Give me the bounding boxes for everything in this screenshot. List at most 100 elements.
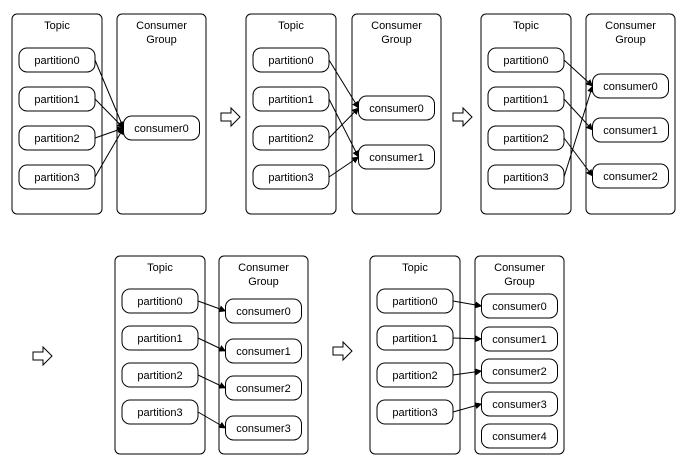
consumer-group-title-line2: Group	[381, 34, 412, 46]
partition-label: partition1	[137, 333, 182, 345]
consumer-node	[481, 391, 558, 417]
assignment-arrow	[452, 335, 483, 343]
partition-label: partition3	[137, 407, 182, 419]
partition-label: partition0	[137, 296, 182, 308]
assignment-arrow	[328, 156, 360, 178]
topic-panel-title: Topic	[402, 262, 428, 274]
partition-label: partition1	[392, 333, 437, 345]
assignment-arrow	[563, 59, 594, 87]
assignment-arrow	[452, 300, 483, 309]
partition-node	[487, 164, 565, 190]
consumer-group-title-line1: Consumer	[136, 20, 187, 32]
partition-node	[18, 47, 96, 73]
consumer-group-panel	[116, 13, 207, 215]
partition-node	[376, 362, 454, 388]
consumer-label: consumer4	[492, 431, 546, 443]
partition-node	[18, 125, 96, 151]
consumer-node	[358, 144, 435, 170]
consumer-group-title-line2: Group	[248, 276, 279, 288]
consumer-group-title-line1: Consumer	[238, 262, 289, 274]
consumer-label: consumer0	[492, 301, 546, 313]
consumer-group-title-line2: Group	[504, 276, 535, 288]
consumer-group-title-line2: Group	[615, 34, 646, 46]
consumer-label: consumer1	[236, 346, 290, 358]
partition-node	[376, 288, 454, 314]
partition-label: partition1	[268, 94, 313, 106]
partition-node	[18, 86, 96, 112]
consumer-label: consumer0	[134, 123, 188, 135]
partition-node	[121, 399, 199, 425]
transition-arrow-icon	[452, 106, 473, 128]
consumer-label: consumer1	[603, 125, 657, 137]
transition-arrow-icon	[32, 345, 53, 367]
partition-label: partition0	[34, 55, 79, 67]
consumer-group-title-line2: Group	[146, 34, 177, 46]
consumer-node	[481, 358, 558, 384]
partition-label: partition3	[503, 172, 548, 184]
partition-label: partition3	[392, 407, 437, 419]
assignment-arrow	[197, 337, 227, 352]
topic-panel-title: Topic	[147, 262, 173, 274]
consumer-node	[481, 326, 558, 352]
assignment-arrow	[197, 374, 227, 389]
consumer-node	[592, 73, 669, 99]
partition-node	[18, 164, 96, 190]
partition-label: partition2	[503, 133, 548, 145]
consumer-node	[123, 115, 200, 141]
partition-label: partition0	[503, 55, 548, 67]
consumer-label: consumer0	[236, 306, 290, 318]
partition-node	[252, 47, 330, 73]
partition-node	[121, 325, 199, 351]
assignment-arrow	[94, 98, 124, 129]
consumer-label: consumer3	[236, 423, 290, 435]
consumer-label: consumer2	[492, 366, 546, 378]
assignment-arrow	[328, 59, 359, 109]
assignment-arrow	[563, 85, 594, 178]
consumer-label: consumer1	[369, 152, 423, 164]
topic-panel-title: Topic	[278, 20, 304, 32]
transition-arrow-icon	[220, 106, 241, 128]
assignment-arrow	[197, 300, 227, 313]
partition-node	[252, 164, 330, 190]
consumer-node	[225, 338, 302, 364]
partition-label: partition1	[34, 94, 79, 106]
topic-panel-title: Topic	[44, 20, 70, 32]
partition-label: partition2	[268, 133, 313, 145]
assignment-arrow	[563, 98, 593, 131]
consumer-label: consumer0	[603, 81, 657, 93]
partition-node	[121, 288, 199, 314]
partition-label: partition0	[268, 55, 313, 67]
consumer-node	[358, 95, 435, 121]
consumer-node	[592, 163, 669, 189]
consumer-node	[592, 117, 669, 143]
assignment-arrow	[328, 107, 359, 139]
consumer-group-title-line1: Consumer	[494, 262, 545, 274]
partition-label: partition1	[503, 94, 548, 106]
consumer-node	[225, 298, 302, 324]
partition-label: partition2	[137, 370, 182, 382]
partition-label: partition3	[34, 172, 79, 184]
assignment-arrow	[328, 98, 359, 158]
partition-label: partition3	[268, 172, 313, 184]
consumer-group-title-line1: Consumer	[371, 20, 422, 32]
consumer-label: consumer3	[492, 399, 546, 411]
partition-label: partition0	[392, 296, 437, 308]
consumer-node	[225, 415, 302, 441]
assignment-arrow	[452, 368, 483, 376]
assignment-arrow	[94, 127, 124, 178]
consumer-node	[481, 293, 558, 319]
consumer-label: consumer2	[603, 171, 657, 183]
partition-label: partition2	[392, 370, 437, 382]
partition-node	[376, 399, 454, 425]
consumer-label: consumer2	[236, 383, 290, 395]
consumer-node	[481, 423, 558, 449]
partition-node	[487, 86, 565, 112]
partition-node	[376, 325, 454, 351]
assignment-arrow	[94, 59, 125, 129]
topic-panel-title: Topic	[513, 20, 539, 32]
assignment-arrow	[197, 411, 227, 429]
transition-arrow-icon	[332, 340, 353, 362]
assignment-arrow	[563, 137, 593, 177]
consumer-label: consumer1	[492, 334, 546, 346]
consumer-label: consumer0	[369, 103, 423, 115]
